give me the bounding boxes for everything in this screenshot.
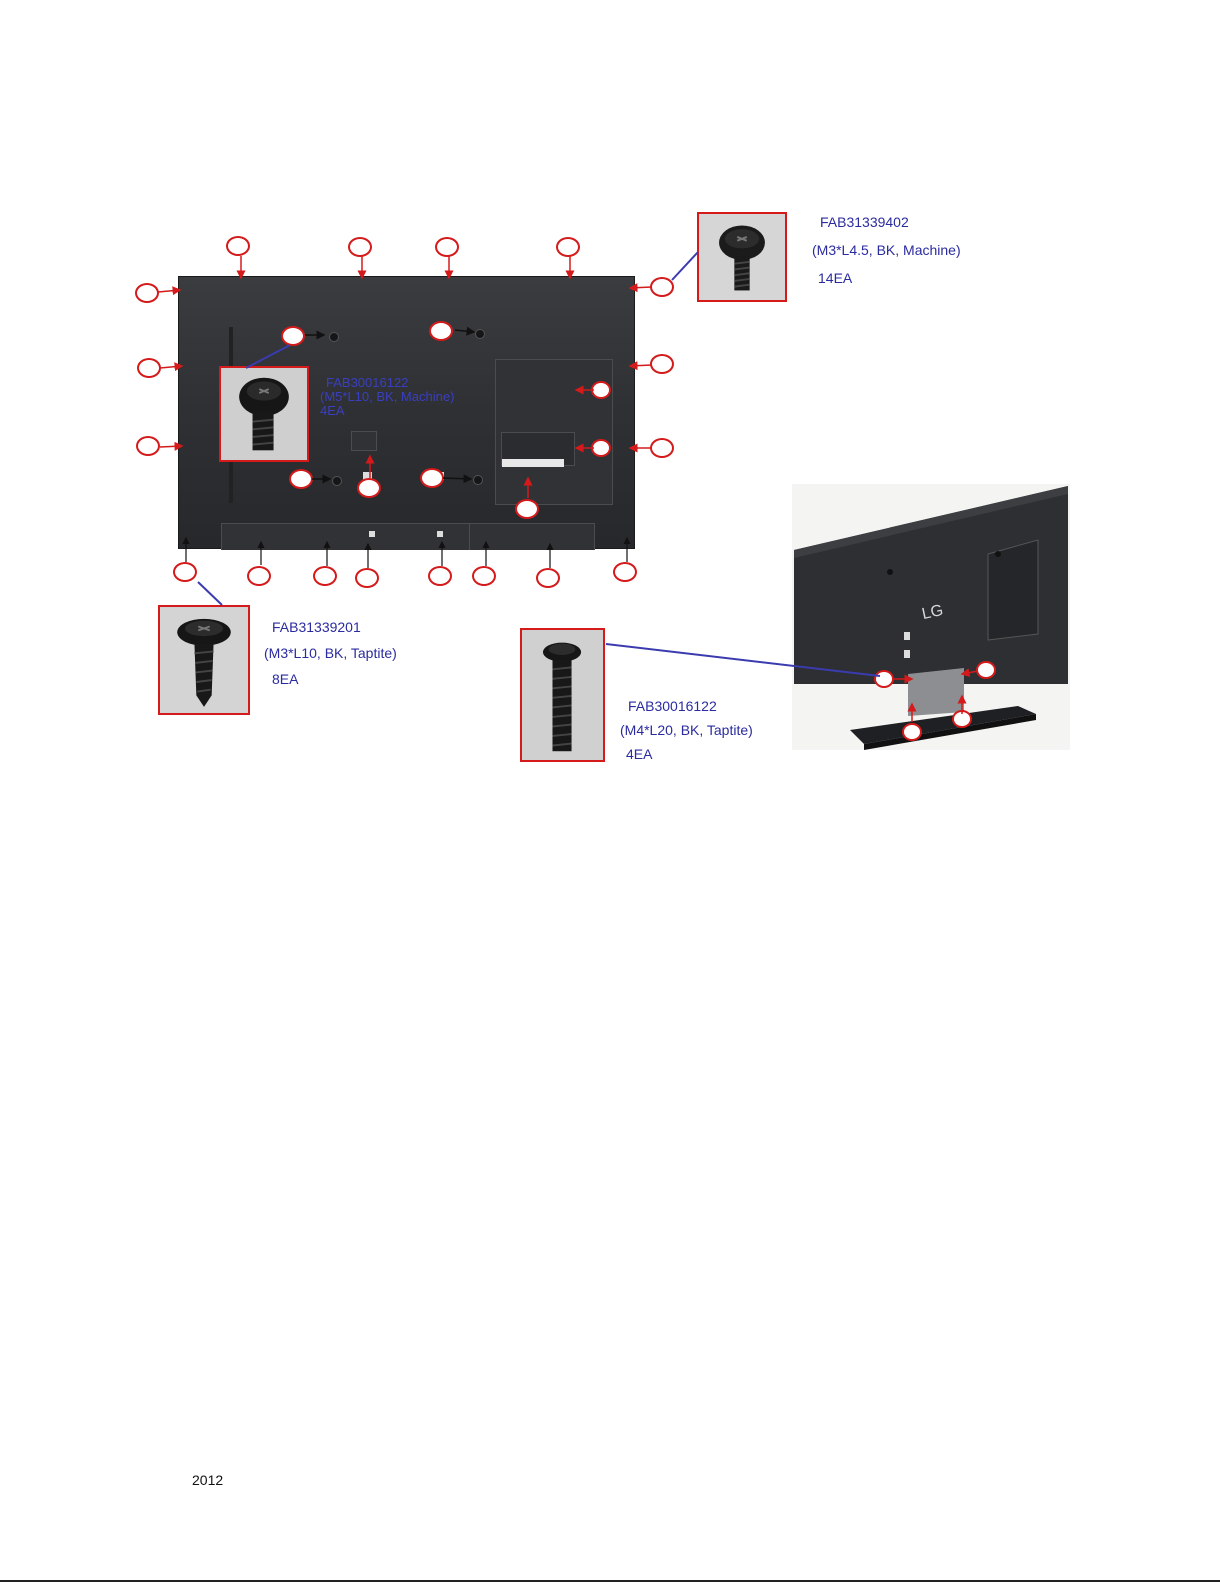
bottom-rule — [0, 1580, 1220, 1582]
screw-machine-icon — [221, 368, 307, 460]
screw-callout — [355, 568, 379, 588]
part-qty: 8EA — [264, 666, 397, 692]
screw-callout — [313, 566, 337, 586]
connector-tab — [437, 531, 443, 537]
part-label-2: FAB30016122 (M5*L10, BK, Machine) 4EA — [320, 376, 454, 418]
stand-screw-callout — [874, 670, 894, 688]
screw-callout — [515, 499, 539, 519]
screw-callout — [247, 566, 271, 586]
screw-photo-fab30016122 — [520, 628, 605, 762]
screw-callout — [428, 566, 452, 586]
screw-callout — [650, 354, 674, 374]
part-spec: (M5*L10, BK, Machine) — [320, 390, 454, 404]
stand-screw-callout — [976, 661, 996, 679]
screw-callout — [357, 478, 381, 498]
tv-rear-stand-photo: LG — [792, 484, 1070, 750]
screw-callout — [281, 326, 305, 346]
screw-photo-m5 — [219, 366, 309, 462]
connector-tab — [369, 531, 375, 537]
vesa-hole — [475, 329, 485, 339]
part-number: FAB31339402 — [812, 208, 961, 236]
vesa-hole — [332, 476, 342, 486]
screw-callout — [591, 381, 611, 399]
screw-callout — [556, 237, 580, 257]
screw-taptite-icon — [160, 607, 248, 713]
screw-callout — [429, 321, 453, 341]
screw-callout — [348, 237, 372, 257]
stand-bracket-recess — [351, 431, 377, 451]
screw-callout — [135, 283, 159, 303]
screw-callout — [536, 568, 560, 588]
part-spec: (M4*L20, BK, Taptite) — [620, 718, 753, 742]
screw-callout — [650, 438, 674, 458]
screw-callout — [591, 439, 611, 457]
part-label-1: FAB31339402 (M3*L4.5, BK, Machine) 14EA — [812, 208, 961, 292]
screw-callout — [289, 469, 313, 489]
vesa-hole — [473, 475, 483, 485]
screw-callout — [420, 468, 444, 488]
part-label-3: FAB31339201 (M3*L10, BK, Taptite) 8EA — [264, 614, 397, 692]
screw-callout — [435, 237, 459, 257]
part-qty: 4EA — [620, 742, 753, 766]
stand-screw-callout — [952, 710, 972, 728]
part-label-4: FAB30016122 (M4*L20, BK, Taptite) 4EA — [620, 694, 753, 766]
screw-callout — [173, 562, 197, 582]
vesa-hole — [329, 332, 339, 342]
terminal-label-strip — [502, 459, 564, 467]
screw-machine-icon — [699, 214, 785, 300]
screw-long-icon — [522, 630, 603, 760]
screw-callout — [137, 358, 161, 378]
bottom-ridge-right — [469, 523, 595, 550]
screw-callout — [136, 436, 160, 456]
footer-year: 2012 — [192, 1472, 223, 1488]
part-number: FAB30016122 — [620, 694, 753, 718]
screw-callout — [613, 562, 637, 582]
part-qty: 4EA — [320, 404, 454, 418]
part-spec: (M3*L4.5, BK, Machine) — [812, 236, 961, 264]
bottom-ridge — [221, 523, 473, 550]
screw-photo-fab31339402 — [697, 212, 787, 302]
screw-callout — [650, 277, 674, 297]
part-qty: 14EA — [812, 264, 961, 292]
part-spec: (M3*L10, BK, Taptite) — [264, 640, 397, 666]
screw-photo-fab31339201 — [158, 605, 250, 715]
screw-callout — [472, 566, 496, 586]
stand-screw-callout — [902, 723, 922, 741]
part-number: FAB30016122 — [320, 376, 454, 390]
part-number: FAB31339201 — [264, 614, 397, 640]
screw-callout — [226, 236, 250, 256]
